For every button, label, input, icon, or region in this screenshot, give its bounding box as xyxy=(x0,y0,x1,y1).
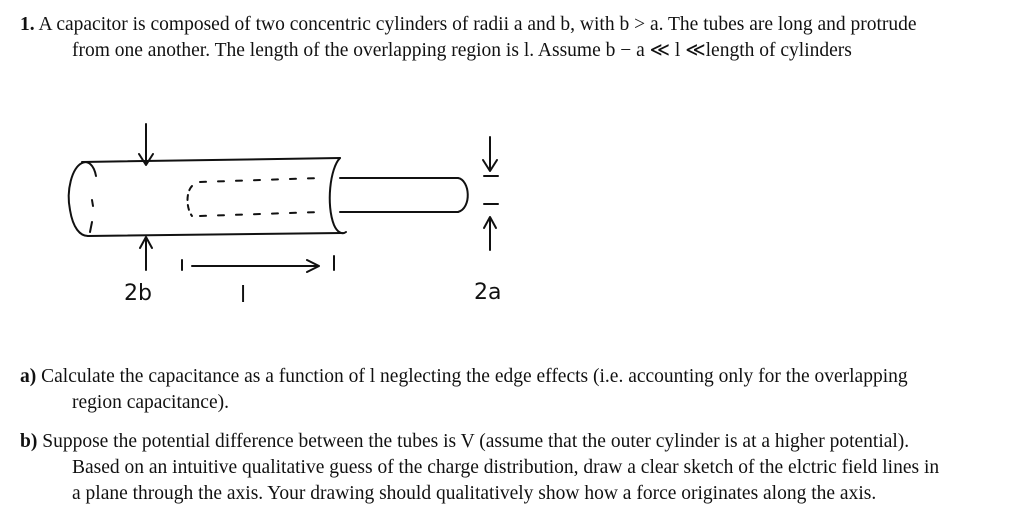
part-a-line-2: region capacitance). xyxy=(72,392,229,413)
part-a: a) Calculate the capacitance as a functi… xyxy=(20,364,1005,416)
part-b-line-1: Suppose the potential difference between… xyxy=(42,431,910,452)
part-b-line-3: a plane through the axis. Your drawing s… xyxy=(72,483,877,504)
arrow-bottom-outer xyxy=(139,236,153,271)
label-l: l xyxy=(240,283,246,308)
part-b-label: b) xyxy=(20,431,38,452)
arrow-overlap-length xyxy=(181,255,335,273)
problem-number: 1. xyxy=(20,14,35,35)
problem-statement: 1. A capacitor is composed of two concen… xyxy=(20,12,1005,64)
problem-line-1: A capacitor is composed of two concentri… xyxy=(38,14,917,35)
part-a-label: a) xyxy=(20,366,37,387)
inner-cylinder xyxy=(186,177,469,217)
outer-cylinder xyxy=(67,157,347,237)
arrow-top-inner xyxy=(482,136,499,177)
part-a-line-1: Calculate the capacitance as a function … xyxy=(41,366,908,387)
label-2a: 2a xyxy=(474,280,501,305)
label-2b: 2b xyxy=(124,281,152,306)
arrow-bottom-inner xyxy=(483,203,499,251)
arrow-top-outer xyxy=(138,123,154,166)
part-b-line-2: Based on an intuitive qualitative guess … xyxy=(72,457,940,478)
part-b: b) Suppose the potential difference betw… xyxy=(20,429,1005,507)
problem-line-2: from one another. The length of the over… xyxy=(72,40,852,61)
